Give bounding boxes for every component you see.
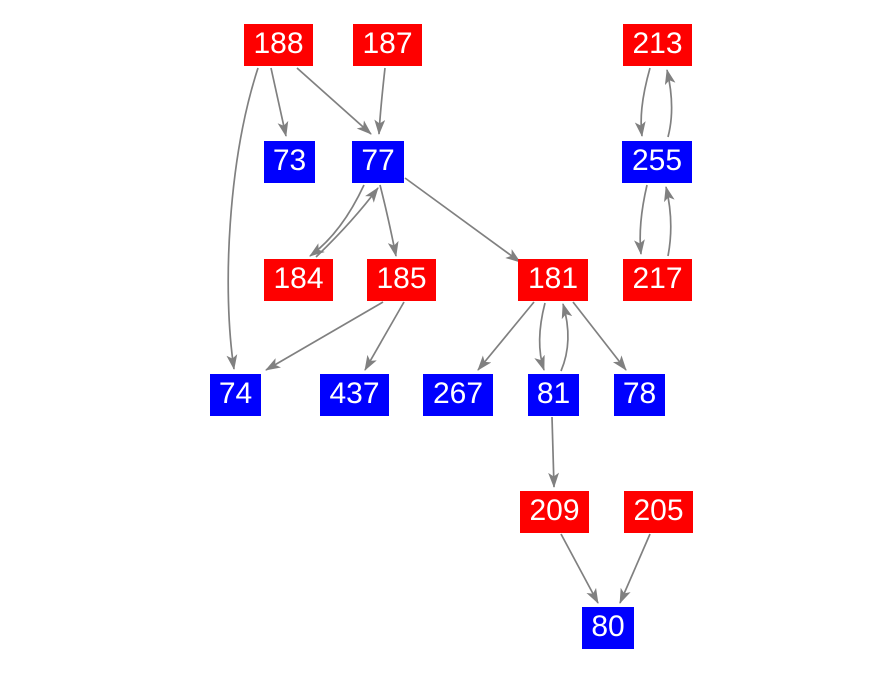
graph-node-267[interactable]: 267 [423,374,493,416]
graph-node-78[interactable]: 78 [614,374,665,416]
graph-node-184[interactable]: 184 [264,259,333,301]
graph-edge-181-to-78 [572,301,627,371]
graph-edge-81-to-181 [560,303,573,372]
graph-node-label: 81 [536,377,571,410]
graph-node-74[interactable]: 74 [210,374,261,416]
graph-node-181[interactable]: 181 [518,259,588,301]
graph-node-label: 213 [632,27,683,60]
graph-node-81[interactable]: 81 [528,374,579,416]
graph-node-label: 187 [362,27,413,60]
graph-node-80[interactable]: 80 [582,607,634,649]
graph-node-213[interactable]: 213 [623,24,692,66]
graph-edge-188-to-77 [296,67,372,135]
graph-node-label: 437 [329,377,380,410]
graph-node-185[interactable]: 185 [367,259,436,301]
graph-node-187[interactable]: 187 [353,24,422,66]
graph-node-label: 74 [218,377,253,410]
graph-node-205[interactable]: 205 [624,491,693,533]
graph-edge-77-to-185 [379,184,399,258]
graph-node-label: 184 [273,262,324,295]
graph-node-label: 80 [591,610,625,643]
graph-edge-81-to-209 [548,416,560,489]
graph-node-label: 267 [432,377,484,410]
graph-node-437[interactable]: 437 [320,374,389,416]
graph-edge-188-to-73 [270,67,289,137]
graph-node-label: 188 [253,27,304,60]
graph-edge-213-to-255 [634,67,651,138]
graph-edge-217-to-255 [664,186,675,257]
graph-edge-181-to-81 [534,302,546,371]
graph-node-label: 78 [622,377,657,410]
graph-node-label: 217 [632,262,683,295]
graph-node-label: 73 [272,144,307,177]
graph-edge-184-to-77 [315,187,379,258]
graph-edge-77-to-184 [309,184,365,257]
graph-edge-77-to-181 [404,177,521,263]
graph-node-label: 255 [631,144,683,177]
graph-edge-255-to-217 [634,184,648,256]
graph-edge-188-to-74 [226,67,259,371]
graph-edge-209-to-80 [560,533,599,604]
graph-node-label: 185 [376,262,427,295]
graph-node-label: 209 [529,494,580,527]
graph-node-217[interactable]: 217 [623,259,692,301]
graph-edge-181-to-267 [477,301,535,371]
graph-edge-255-to-213 [664,69,676,138]
graph-edge-185-to-74 [265,301,384,371]
graph-edge-187-to-77 [374,67,386,136]
graph-node-label: 205 [633,494,684,527]
graph-node-label: 181 [527,262,579,295]
graph-node-209[interactable]: 209 [520,491,589,533]
graph-node-255[interactable]: 255 [622,141,692,183]
graph-node-label: 77 [361,144,395,177]
graph-node-77[interactable]: 77 [352,141,404,183]
graph-edge-205-to-80 [619,533,651,604]
graph-node-73[interactable]: 73 [264,141,315,183]
graph-node-188[interactable]: 188 [244,24,313,66]
graph-edge-185-to-437 [364,301,405,371]
